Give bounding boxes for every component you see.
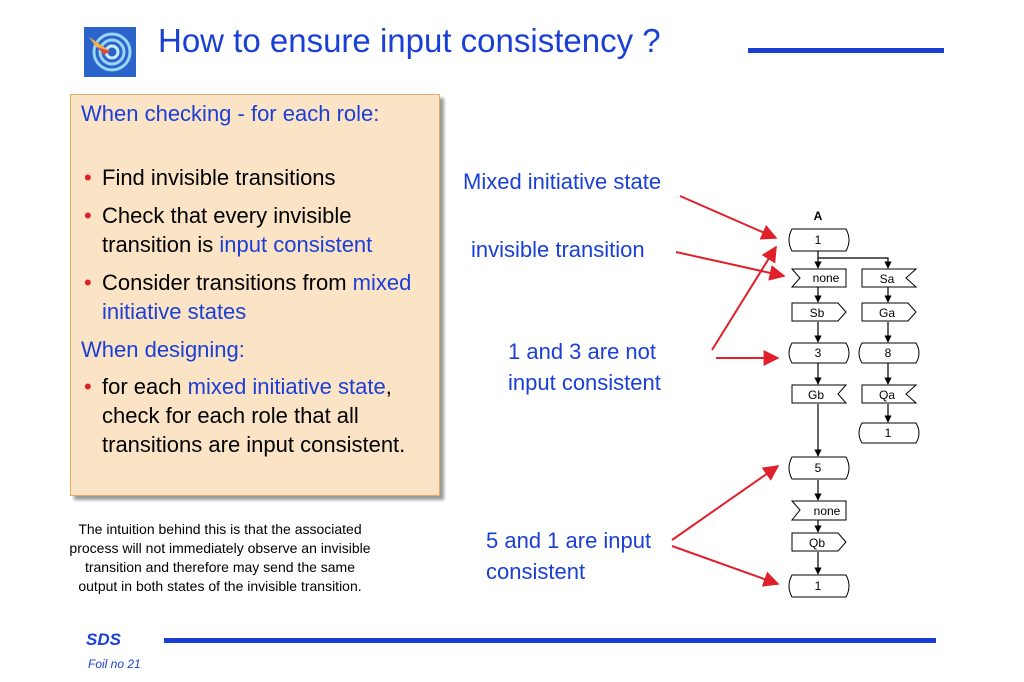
svg-text:1: 1: [815, 579, 822, 593]
svg-text:Sa: Sa: [880, 272, 895, 286]
svg-text:Qb: Qb: [809, 536, 825, 550]
svg-text:Gb: Gb: [808, 388, 824, 402]
arrow-consistent-1: [671, 545, 780, 587]
annotation-arrows: [671, 195, 786, 587]
label-mixed-initiative-state: Mixed initiative state: [463, 169, 662, 194]
intuition-note: The intuition behind this is that the as…: [69, 521, 371, 594]
input-sa: Sa: [861, 268, 918, 288]
state-5: 5: [788, 456, 850, 480]
svg-text:none: none: [814, 504, 841, 518]
output-ga: Ga: [861, 302, 917, 322]
svg-text:5: 5: [815, 461, 822, 475]
footer-foil-number: Foil no 21: [88, 657, 141, 671]
input-none-top: none: [790, 268, 847, 288]
bullet-dot: •: [84, 165, 92, 190]
checking-heading: When checking - for each role:: [81, 101, 380, 126]
arrow-not-consistent-1: [711, 245, 777, 351]
arrow-consistent-5: [671, 465, 780, 541]
svg-text:1: 1: [815, 233, 822, 247]
footer-rule: [164, 638, 936, 643]
svg-text:1: 1: [885, 426, 892, 440]
svg-text:none: none: [813, 271, 840, 285]
state-1-top: 1: [788, 228, 850, 252]
output-qb: Qb: [791, 532, 847, 552]
state-1-right: 1: [858, 422, 920, 444]
svg-text:Qa: Qa: [879, 388, 895, 402]
svg-text:Sb: Sb: [810, 306, 825, 320]
bullet-dot: •: [84, 270, 92, 295]
label-invisible-transition: invisible transition: [471, 237, 645, 262]
designing-heading: When designing:: [81, 337, 245, 362]
connectors: [814, 250, 892, 575]
state-8: 8: [858, 342, 920, 364]
bullet-dot: •: [84, 374, 92, 399]
logo-icon: [84, 27, 136, 77]
page-title: How to ensure input consistency ?: [158, 22, 661, 59]
svg-text:Ga: Ga: [879, 306, 895, 320]
input-none-bottom: none: [790, 500, 847, 521]
label-not-consistent: 1 and 3 are not input consistent: [508, 339, 661, 395]
state-3: 3: [788, 342, 850, 364]
state-1-bottom: 1: [788, 574, 850, 598]
bullet-dot: •: [84, 203, 92, 228]
title-underline: [748, 48, 944, 53]
role-label: A: [814, 209, 823, 223]
output-sb: Sb: [791, 302, 847, 322]
output-gb: Gb: [791, 384, 848, 404]
arrow-invisible-transition: [675, 251, 786, 281]
svg-text:3: 3: [815, 346, 822, 360]
svg-text:8: 8: [885, 346, 892, 360]
arrow-mixed-state: [679, 195, 778, 240]
footer-brand: SDS: [86, 630, 121, 649]
guidelines-box: When checking - for each role: • Find in…: [70, 94, 440, 496]
input-qa: Qa: [861, 384, 918, 404]
label-consistent: 5 and 1 are input consistent: [486, 528, 652, 584]
